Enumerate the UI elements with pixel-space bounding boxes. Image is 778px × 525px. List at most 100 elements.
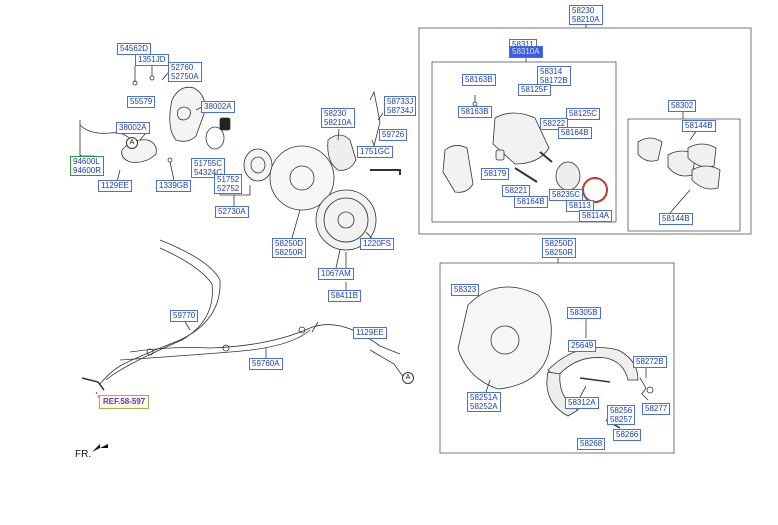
caliper-shape (327, 134, 357, 171)
part-label-58164B-2[interactable]: 58164B (514, 196, 548, 208)
part-number: 58256 (610, 406, 633, 415)
part-number: 58250R (275, 248, 304, 257)
part-number: 51752 (217, 175, 240, 184)
part-label-58125F[interactable]: 58125F (518, 84, 552, 96)
brake-hose (369, 90, 381, 147)
part-number: 58250D (545, 239, 574, 248)
part-label-1067AM[interactable]: 1067AM (318, 268, 354, 280)
part-label-58125C[interactable]: 58125C (566, 108, 601, 120)
part-label-1129EE[interactable]: 1129EE (98, 180, 132, 192)
brake-pad-box (627, 118, 741, 232)
reference-link[interactable]: REF.58-597 (99, 395, 150, 409)
part-label-58310A-selected[interactable]: 58310A (509, 46, 543, 58)
brake-shoe (547, 347, 639, 381)
caliper-carrier (442, 145, 474, 193)
part-label-59760A[interactable]: 59760A (249, 358, 283, 370)
part-number: 58250D (275, 239, 304, 248)
piston-seal (582, 177, 608, 203)
front-direction-label: FR. (75, 449, 91, 460)
parking-backing-plate (457, 286, 552, 390)
part-label-54562D[interactable]: 54562D (117, 43, 152, 55)
part-number: 94600R (73, 166, 102, 175)
part-number: 58210A (324, 118, 352, 127)
part-label-58302[interactable]: 58302 (668, 100, 697, 112)
part-number: 94600L (73, 157, 100, 166)
part-number: 58252A (470, 402, 498, 411)
part-number: 58733J (387, 97, 414, 106)
backing-plate (269, 145, 335, 211)
part-label-25649[interactable]: 25649 (568, 340, 597, 352)
part-number: 58734J (387, 106, 414, 115)
part-label-52730A[interactable]: 52730A (215, 206, 249, 218)
part-label-58305B[interactable]: 58305B (567, 307, 601, 319)
part-label-58164B[interactable]: 58164B (558, 127, 592, 139)
front-label-text: FR. (75, 449, 92, 460)
spring (639, 377, 649, 401)
part-number: 52750A (171, 72, 199, 81)
part-label-1220FS[interactable]: 1220FS (360, 238, 395, 250)
hub-bearing (243, 148, 273, 182)
part-label-58163B[interactable]: 58163B (462, 74, 496, 86)
part-label-59770[interactable]: 59770 (170, 310, 199, 322)
part-label-58411B[interactable]: 58411B (328, 290, 361, 302)
part-label-59726[interactable]: 59726 (379, 129, 408, 141)
part-label-58179[interactable]: 58179 (481, 168, 510, 180)
part-label-58312A[interactable]: 58312A (565, 397, 599, 409)
part-number: 58230 (572, 6, 595, 15)
part-label-38002A[interactable]: 38002A (201, 101, 235, 113)
part-label-58163B-2[interactable]: 58163B (458, 106, 492, 118)
brake-pad-1 (637, 137, 663, 162)
piston (555, 161, 581, 191)
part-number: 58251A (470, 393, 498, 402)
part-number: 58257 (610, 415, 633, 424)
part-number: 54324C (194, 168, 223, 177)
parking-cable-2 (129, 324, 401, 355)
brake-disc (315, 189, 377, 251)
part-label-55579[interactable]: 55579 (127, 96, 156, 108)
part-label-1751GC[interactable]: 1751GC (357, 146, 393, 158)
part-number: 58230 (324, 109, 347, 118)
parking-brake-box (439, 262, 675, 454)
part-label-1351JD[interactable]: 1351JD (135, 54, 169, 66)
part-label-58323[interactable]: 58323 (451, 284, 480, 296)
seal (219, 117, 231, 131)
part-label-58277[interactable]: 58277 (642, 403, 671, 415)
caliper-subassembly-box (431, 61, 617, 223)
part-label-58144B[interactable]: 58144B (682, 120, 716, 132)
part-number: 58210A (572, 15, 600, 24)
part-label-58114A[interactable]: 58114A (579, 210, 612, 222)
part-label-58144B-2[interactable]: 58144B (659, 213, 693, 225)
front-arrow-icon (92, 444, 108, 452)
part-label-1339GB[interactable]: 1339GB (156, 180, 192, 192)
part-label-1129EE-2[interactable]: 1129EE (353, 327, 387, 339)
part-label-58268[interactable]: 58268 (577, 438, 606, 450)
knuckle-shape (169, 86, 206, 142)
part-label-58272B[interactable]: 58272B (633, 356, 667, 368)
part-number: 52752 (217, 184, 240, 193)
part-number: 58314 (540, 67, 563, 76)
bracket-line (370, 169, 401, 175)
parking-cable-1 (99, 239, 221, 385)
part-number: 58250R (545, 248, 574, 257)
part-label-38002A-2[interactable]: 38002A (116, 122, 150, 134)
part-number: 51755C (194, 159, 223, 168)
snap-ring (205, 126, 225, 150)
callout-marker-a-2: A (402, 372, 414, 384)
callout-marker-a: A (126, 137, 138, 149)
part-label-58266[interactable]: 58266 (613, 429, 642, 441)
part-number: 58172B (540, 76, 568, 85)
